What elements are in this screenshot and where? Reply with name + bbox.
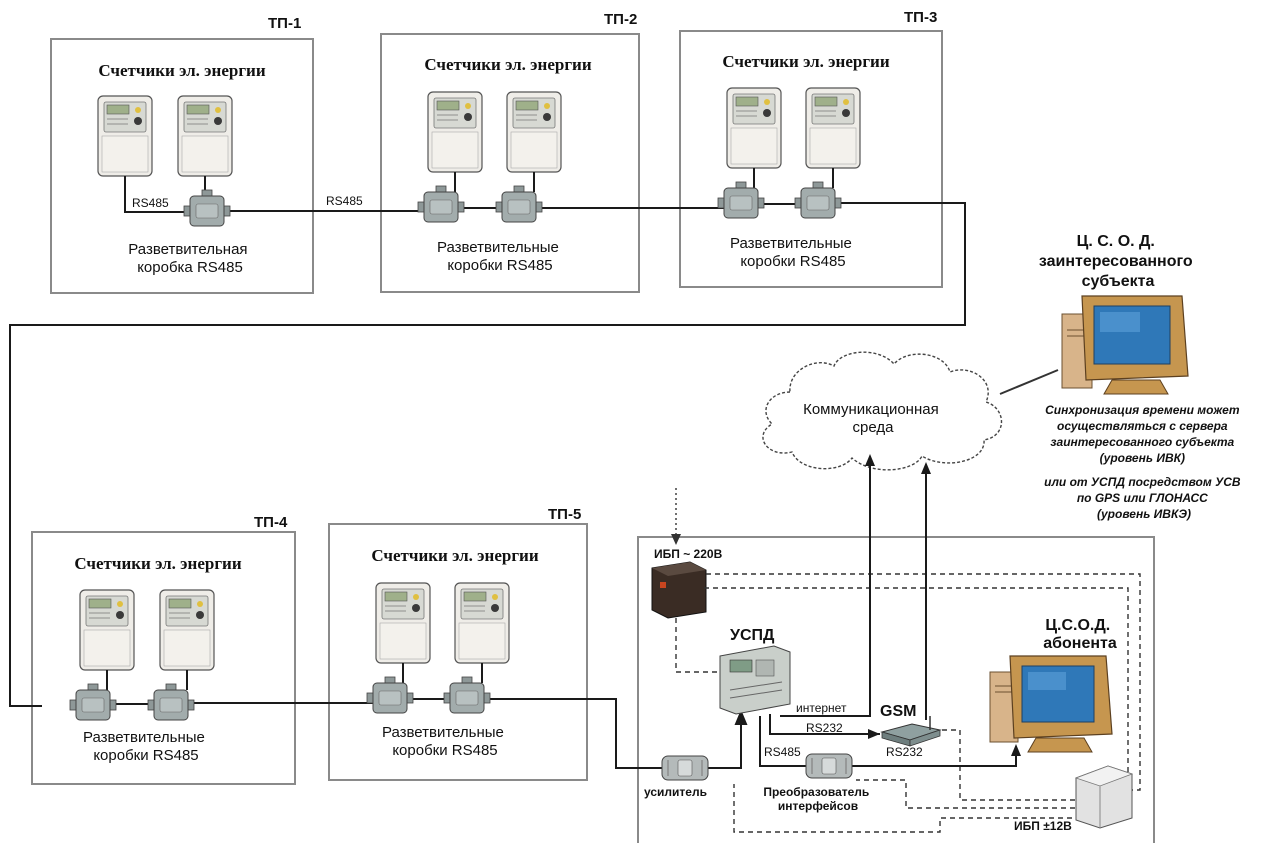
meter-tp3-a	[726, 87, 782, 169]
meter-tp2-a	[427, 91, 483, 173]
rs232-label-uspd: RS232	[806, 721, 843, 735]
rs485-label-link: RS485	[326, 194, 363, 208]
junction-box-tp4-a	[69, 683, 117, 721]
interface-converter-icon	[805, 753, 853, 779]
gsm-label: GSM	[880, 703, 916, 720]
amplifier-icon	[661, 755, 709, 781]
cloud-label: Коммуникационная среда	[803, 401, 943, 436]
internet-label: интернет	[796, 701, 847, 715]
tp4-frame	[31, 531, 296, 785]
tp1-label: ТП-1	[268, 15, 301, 32]
tp2-title: Счетчики эл. энергии	[424, 55, 591, 74]
tp5-frame	[328, 523, 588, 781]
amplifier-label: усилитель	[644, 785, 707, 799]
rs232-label-gsm: RS232	[886, 745, 923, 759]
arrow-gsm-up	[921, 462, 931, 474]
tp5-box-caption: Разветвительные коробки RS485	[382, 724, 508, 759]
meter-tp5-b	[454, 582, 510, 664]
meter-tp1-a	[97, 95, 153, 177]
subscriber-caption: Ц.С.О.Д. абонента	[1043, 617, 1117, 652]
tp3-frame	[679, 30, 943, 288]
junction-box-tp2-b	[495, 185, 543, 223]
tp3-title: Счетчики эл. энергии	[722, 52, 889, 71]
ups-main-label: ИБП ~ 220В	[654, 547, 723, 561]
tp4-label: ТП-4	[254, 514, 288, 531]
meter-tp5-a	[375, 582, 431, 664]
tp4-title: Счетчики эл. энергии	[74, 554, 241, 573]
tp1-title: Счетчики эл. энергии	[98, 61, 265, 80]
tp3-label: ТП-3	[904, 9, 937, 26]
tp1-frame	[50, 38, 314, 294]
meter-tp4-b	[159, 589, 215, 671]
tp5-title: Счетчики эл. энергии	[371, 546, 538, 565]
arrow-to-gsm	[868, 729, 880, 739]
power-lines	[675, 573, 1141, 833]
tp1-box-caption: Разветвительная коробка RS485	[128, 241, 251, 276]
tp2-label: ТП-2	[604, 11, 637, 28]
meter-tp2-b	[506, 91, 562, 173]
meter-tp1-b	[177, 95, 233, 177]
uspd-label: УСПД	[730, 627, 775, 644]
ups-main-icon	[651, 561, 707, 619]
rs485-label-tp1: RS485	[132, 196, 169, 210]
arrow-internet-up	[865, 454, 875, 466]
meter-tp4-a	[79, 589, 135, 671]
rs485-bus	[9, 168, 966, 769]
meter-tp3-b	[805, 87, 861, 169]
uspd-device-icon	[719, 645, 791, 715]
cloud-server-link	[999, 369, 1059, 395]
junction-box-tp1	[183, 189, 231, 227]
tp5-label: ТП-5	[548, 506, 581, 523]
rs485-label-uspd: RS485	[764, 745, 801, 759]
ups-small-label: ИБП ±12В	[1014, 819, 1072, 833]
ups-small-icon	[1074, 765, 1134, 829]
uspd-panel-frame	[637, 536, 1155, 843]
communication-cloud	[762, 351, 1002, 471]
tp2-box-caption: Разветвительные коробки RS485	[437, 239, 563, 274]
tp3-box-caption: Разветвительные коробки RS485	[730, 235, 856, 270]
junction-box-tp3-b	[794, 181, 842, 219]
arrow-to-subscriber	[1011, 744, 1021, 756]
junction-box-tp2-a	[417, 185, 465, 223]
converter-label: Преобразователь интерфейсов	[763, 785, 872, 813]
power-input-arrow	[671, 534, 681, 545]
uspd-links	[759, 462, 1017, 767]
server-computer-icon	[1061, 295, 1189, 395]
tp2-frame	[380, 33, 640, 293]
junction-box-tp3-a	[717, 181, 765, 219]
junction-box-tp5-b	[443, 676, 491, 714]
junction-box-tp5-a	[366, 676, 414, 714]
subscriber-computer-icon	[989, 655, 1113, 753]
sync-note: Синхронизация времени может осуществлять…	[1044, 403, 1244, 521]
server-caption: Ц. С. О. Д. заинтересованного субъекта	[1039, 233, 1197, 290]
tp4-box-caption: Разветвительные коробки RS485	[83, 729, 209, 764]
gsm-modem-icon	[880, 716, 942, 747]
